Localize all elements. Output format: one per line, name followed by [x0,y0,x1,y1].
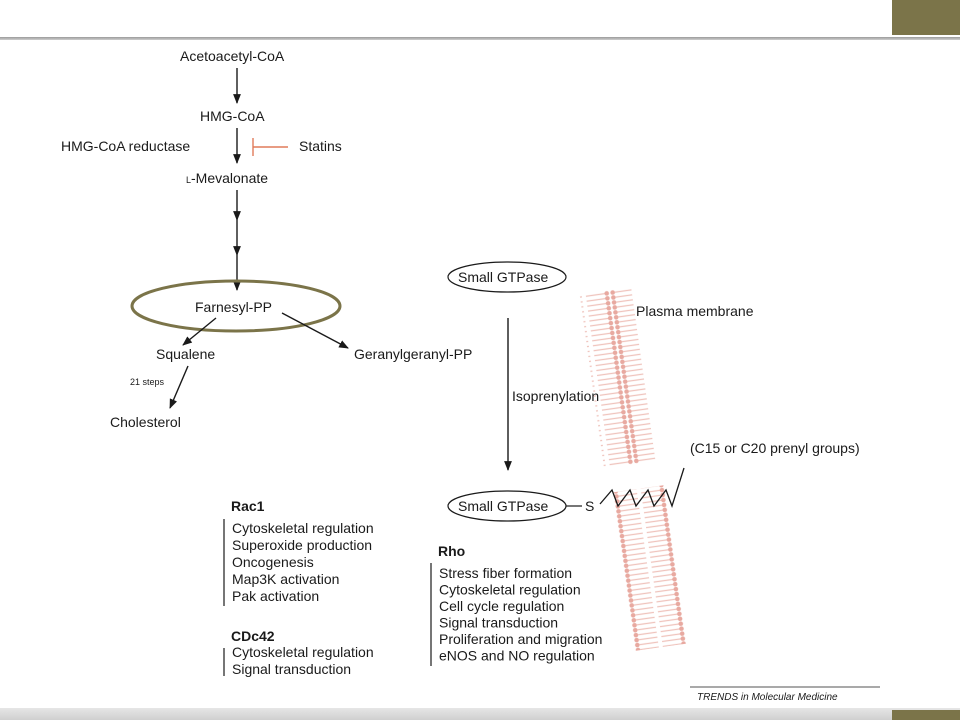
rac1-title: Rac1 [231,498,265,514]
rho-function-item: Stress fiber formation [439,565,572,581]
prenyl-chain [599,467,685,508]
rac1-function-item: Oncogenesis [232,554,314,570]
source-credit: TRENDS in Molecular Medicine [697,692,838,703]
plasma-membrane-upper [579,287,656,468]
rho-title: Rho [438,543,465,559]
rho-function-item: Cell cycle regulation [439,598,564,614]
rac1-function-item: Pak activation [232,588,319,604]
small-gtpase-bottom-label: Small GTPase [458,498,548,514]
slide-accent-top [892,0,960,35]
slide-bottom-rule [0,708,960,720]
farnesyl-pp-label: Farnesyl-PP [195,299,272,315]
isoprenylation-label: Isoprenylation [512,388,599,404]
rac1-function-item: Cytoskeletal regulation [232,520,374,536]
small-gtpase-top-label: Small GTPase [458,269,548,285]
cdc42-function-item: Signal transduction [232,661,351,677]
21-steps-label: 21 steps [130,377,165,387]
arrow-farnesyl-to-geranylgeranyl [281,312,349,349]
cholesterol-label: Cholesterol [110,414,181,430]
squalene-label: Squalene [156,346,215,362]
farnesyl-highlight-ellipse [130,279,342,333]
plasma-membrane-label: Plasma membrane [636,303,754,319]
geranylgeranyl-pp-label: Geranylgeranyl-PP [354,346,472,362]
cdc42-function-item: Cytoskeletal regulation [232,644,374,660]
rac1-function-item: Superoxide production [232,537,372,553]
hmg-coa-label: HMG-CoA [200,108,265,124]
rho-function-item: Cytoskeletal regulation [439,582,581,598]
mevalonate-label: L-Mevalonate [186,170,268,186]
hmg-coa-reductase-label: HMG-CoA reductase [61,138,190,154]
arrow-squalene-to-cholesterol [169,365,189,409]
rho-function-item: Proliferation and migration [439,631,602,647]
rho-function-item: Signal transduction [439,615,558,631]
statins-label: Statins [299,138,342,154]
plasma-membrane-lower [612,485,687,651]
rac1-function-item: Map3K activation [232,571,339,587]
slide-accent-bottom [892,710,960,720]
small-gtpase-top-ellipse [447,261,567,293]
acetoacetyl-coa-label: Acetoacetyl-CoA [180,48,285,64]
rho-function-item: eNOS and NO regulation [439,648,595,664]
slide-top-rule [0,37,960,40]
arrow-farnesyl-to-squalene [182,317,217,346]
sulfur-label: S [585,498,594,514]
cdc42-title: CDc42 [231,628,275,644]
prenyl-groups-label: (C15 or C20 prenyl groups) [690,440,860,456]
mevalonate-text: -Mevalonate [191,170,268,186]
l-prefix: L [186,175,191,185]
